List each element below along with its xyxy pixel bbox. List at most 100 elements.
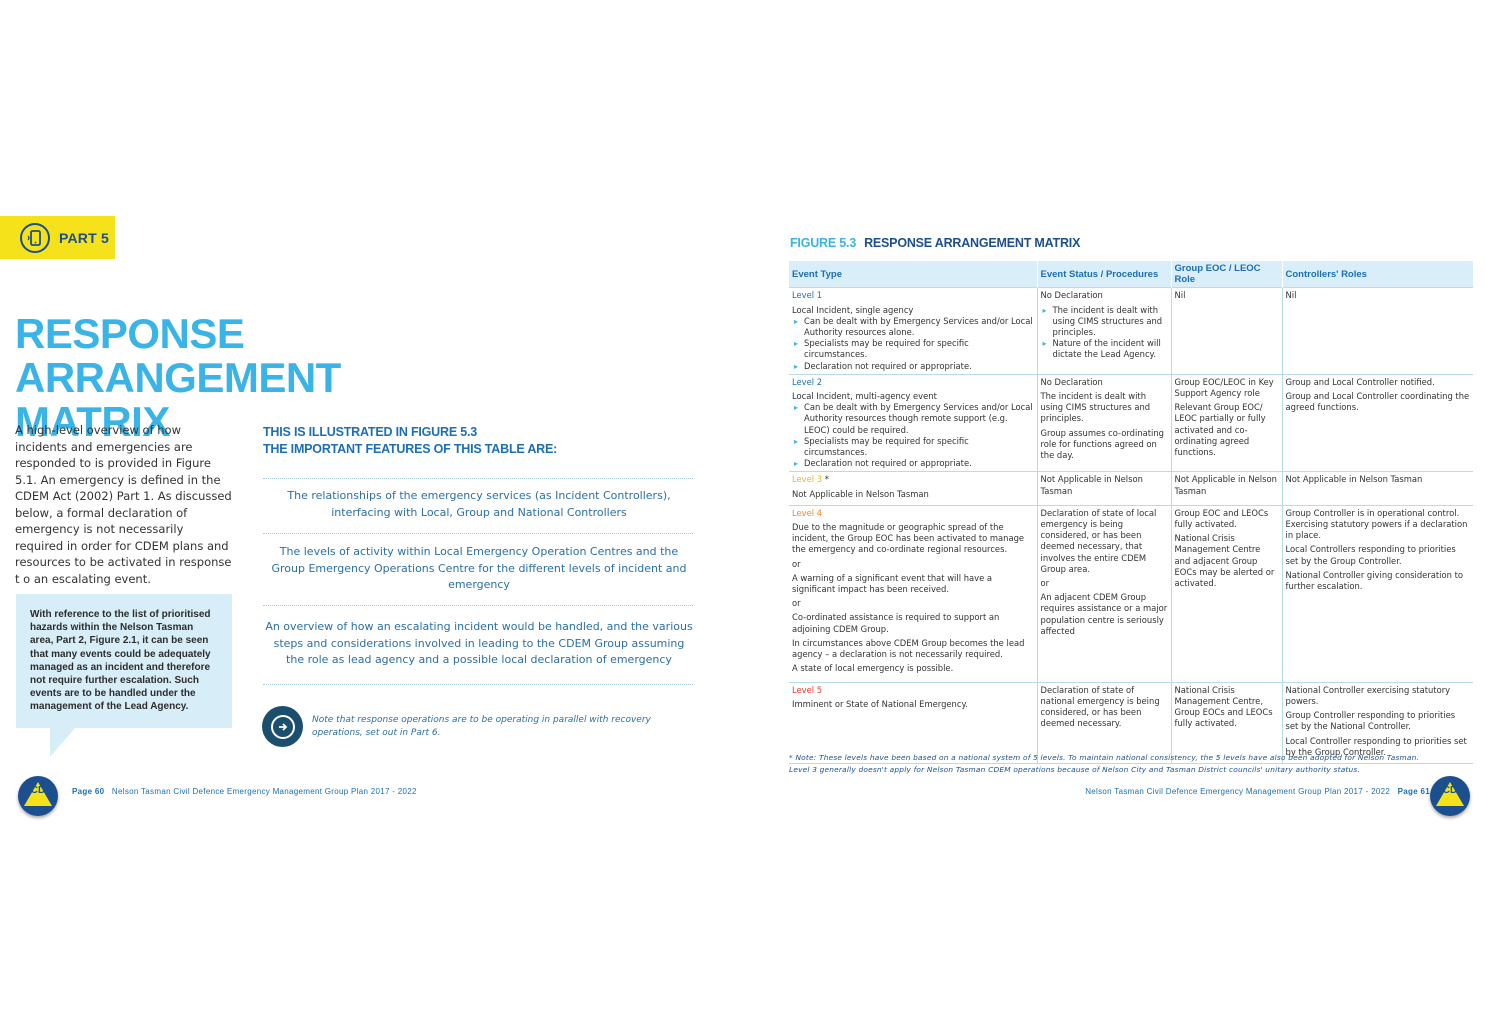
cell-text: Co-ordinated assistance is required to s… (792, 612, 1000, 634)
table-cell: Nil (1171, 287, 1283, 375)
table-cell: Group and Local Controller notified.Grou… (1282, 373, 1473, 472)
features-heading: THIS IS ILLUSTRATED IN FIGURE 5.3 THE IM… (263, 424, 703, 458)
cell-text: Local Controllers responding to prioriti… (1285, 544, 1456, 566)
response-matrix-table: Event Type Event Status / Procedures Gro… (789, 261, 1473, 765)
features-heading-line1: THIS IS ILLUSTRATED IN FIGURE 5.3 (263, 425, 478, 439)
level-label: Level 2 (792, 377, 1034, 388)
cell-text: Not Applicable in Nelson Tasman (1285, 474, 1423, 485)
bullet-list: The incident is dealt with using CIMS st… (1041, 305, 1168, 361)
level-name: Level 5 (792, 684, 823, 695)
cell-text: or (1040, 578, 1050, 589)
divider (263, 605, 693, 606)
list-item: The incident is dealt with using CIMS st… (1041, 305, 1168, 339)
feature-item: The relationships of the emergency servi… (287, 489, 671, 519)
cell-text: National Crisis Management Centre, Group… (1174, 684, 1273, 729)
level-name: Level 2 (792, 376, 823, 387)
page-number-left: Page 60 (72, 787, 105, 796)
footer-left: Page 60 Nelson Tasman Civil Defence Emer… (72, 787, 417, 796)
cell-text: No Declaration (1040, 376, 1103, 387)
cell-text: Declaration of state of national emergen… (1040, 684, 1160, 729)
cell-text: Declaration of state of local emergency … (1040, 507, 1157, 574)
table-header-row: Event Type Event Status / Procedures Gro… (789, 261, 1473, 288)
cell-text: A state of local emergency is possible. (792, 663, 954, 674)
level-label: Level 5 (792, 685, 1034, 696)
table-cell: Declaration of state of local emergency … (1037, 504, 1172, 683)
table-cell: Nil (1282, 287, 1473, 375)
level-name: Level 4 (792, 507, 823, 518)
table-row: Level 5 Imminent or State of National Eme… (789, 681, 1473, 765)
table-row: Level 2 Local Incident, multi-agency even… (789, 373, 1473, 472)
cell-text: Relevant Group EOC/ LEOC partially or fu… (1174, 402, 1266, 458)
figure-footnote: * Note: These levels have been based on … (789, 752, 1479, 775)
column-header: Event Status / Procedures (1037, 261, 1172, 288)
table-cell: Declaration of state of national emergen… (1037, 681, 1172, 765)
footnote-line: * Note: These levels have been based on … (789, 753, 1420, 762)
list-item: Can be dealt with by Emergency Services … (792, 402, 1034, 436)
cell-text: Group assumes co-ordinating role for fun… (1040, 427, 1164, 461)
footer-right: Nelson Tasman Civil Defence Emergency Ma… (1085, 787, 1430, 796)
cell-text: In circumstances above CDEM Group become… (792, 637, 1025, 660)
cell-text: An adjacent CDEM Group requires assistan… (1040, 592, 1168, 636)
cell-text: Imminent or State of National Emergency. (792, 699, 968, 710)
table-cell: Group Controller is in operational contr… (1282, 504, 1473, 683)
bullet-list: Can be dealt with by Emergency Services … (792, 402, 1034, 469)
table-cell: Group EOC/LEOC in Key Support Agency rol… (1171, 373, 1283, 472)
list-item: Can be dealt with by Emergency Services … (792, 316, 1034, 338)
cell-text: Group and Local Controller notified. (1285, 376, 1435, 387)
cell-text: Local Controller responding to prioritie… (1285, 735, 1467, 757)
civil-defence-logo: CD (18, 776, 58, 816)
column-header: Event Type (789, 261, 1038, 288)
level-footnote-marker: * (822, 474, 829, 485)
footer-right-text: Nelson Tasman Civil Defence Emergency Ma… (1085, 787, 1391, 796)
features-heading-line2: THE IMPORTANT FEATURES OF THIS TABLE ARE… (263, 442, 558, 456)
callout-box: With reference to the list of prioritise… (16, 594, 232, 728)
cell-text: National Controller giving consideration… (1285, 569, 1464, 592)
list-item: Nature of the incident will dictate the … (1041, 338, 1168, 360)
page-number-right: Page 61 (1397, 787, 1430, 796)
list-item: Specialists may be required for specific… (792, 338, 1034, 360)
table-cell: Group EOC and LEOCs fully activated.Nati… (1171, 504, 1283, 683)
cell-text: National Controller exercising statutory… (1285, 684, 1451, 707)
list-item: Declaration not required or appropriate. (792, 458, 1034, 469)
cell-text: or (792, 558, 801, 569)
level-name: Level 3 (792, 474, 823, 485)
divider (263, 533, 693, 534)
table-cell: Level 5 Imminent or State of National Eme… (789, 681, 1038, 765)
figure-name: RESPONSE ARRANGEMENT MATRIX (864, 236, 1081, 250)
level-label: Level 1 (792, 290, 1034, 301)
table-cell: Not Applicable in Nelson Tasman (1282, 471, 1473, 506)
table-cell: Not Applicable in Nelson Tasman (1037, 471, 1172, 506)
table-cell: Not Applicable in Nelson Tasman (1171, 471, 1283, 506)
cell-text: National Crisis Management Centre and ad… (1174, 533, 1275, 589)
part-label: PART 5 (59, 229, 109, 246)
table-row: Level 3 *Not Applicable in Nelson Tasman… (789, 471, 1473, 506)
cell-text: Local Incident, multi-agency event (792, 391, 937, 402)
note-text: Note that response operations are to be … (312, 715, 651, 738)
feature-item: The levels of activity within Local Emer… (271, 545, 687, 591)
column-header: Controllers' Roles (1282, 261, 1473, 288)
phone-icon (20, 222, 50, 253)
page-title-line1: RESPONSE (15, 310, 245, 357)
arrow-circle-icon (262, 706, 303, 747)
table-cell: Level 3 *Not Applicable in Nelson Tasman (789, 471, 1038, 506)
footnote-line: Level 3 generally doesn't apply for Nels… (789, 764, 1361, 774)
part-tab: PART 5 (0, 216, 115, 259)
bullet-list: Can be dealt with by Emergency Services … (792, 316, 1034, 372)
column-header: Group EOC / LEOC Role (1171, 261, 1283, 288)
callout-tail (50, 727, 76, 757)
figure-title: FIGURE 5.3 RESPONSE ARRANGEMENT MATRIX (790, 236, 1080, 250)
divider (263, 684, 693, 685)
cell-text: Not Applicable in Nelson Tasman (1174, 474, 1277, 496)
cell-text: Nil (1285, 290, 1297, 301)
figure-number: FIGURE 5.3 (790, 236, 857, 250)
list-item: Specialists may be required for specific… (792, 436, 1034, 458)
cell-text: A warning of a significant event that wi… (792, 572, 993, 595)
cell-text: No Declaration (1040, 290, 1103, 301)
cell-text: Not Applicable in Nelson Tasman (1040, 474, 1143, 496)
civil-defence-logo: CD (1430, 776, 1470, 816)
